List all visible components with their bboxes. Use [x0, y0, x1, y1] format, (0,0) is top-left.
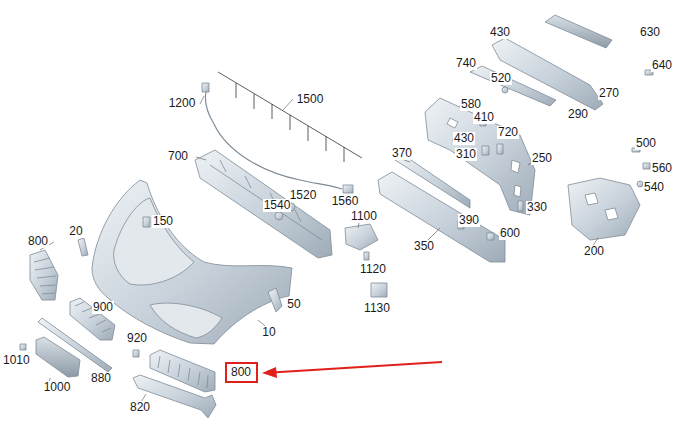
- connector: [343, 185, 353, 193]
- harness-ruler: [218, 72, 362, 162]
- bracket-assembly: [425, 98, 535, 215]
- clip: [497, 144, 503, 154]
- callout-number: 900: [92, 301, 114, 314]
- callout-number: 290: [567, 108, 589, 121]
- callout-number: 270: [598, 87, 620, 100]
- callout-number: 20: [68, 225, 83, 238]
- callout-number: 370: [391, 147, 413, 160]
- callout-number: 800: [27, 235, 49, 248]
- upper-strip: [395, 156, 470, 208]
- callout-number: 500: [635, 137, 657, 150]
- callout-number: 600: [499, 227, 521, 240]
- side-bracket-holes: [585, 193, 618, 220]
- right-grille-slats: [158, 356, 208, 388]
- screw: [502, 87, 508, 93]
- lower-opening: [150, 303, 222, 338]
- left-grille: [30, 250, 58, 300]
- callout-number: 50: [286, 298, 301, 311]
- rail-bracket: [470, 66, 556, 106]
- callout-number: 310: [455, 148, 477, 161]
- clip: [78, 238, 88, 256]
- callout-number: 330: [526, 201, 548, 214]
- clip: [482, 146, 489, 155]
- callout-number: 430: [453, 132, 475, 145]
- callout-number: 1100: [350, 210, 378, 223]
- sensor: [371, 283, 387, 297]
- callout-number: 250: [531, 152, 553, 165]
- holder: [345, 224, 378, 250]
- absorber-ribs: [210, 160, 322, 240]
- callout-number: 580: [460, 98, 482, 111]
- center-grille: [70, 298, 115, 340]
- arrow-line: [272, 362, 442, 373]
- wiring-harness: [205, 92, 342, 189]
- leader-lines: [40, 96, 598, 407]
- clip: [643, 163, 650, 169]
- callout-number: 560: [651, 162, 673, 175]
- left-grille-slats: [34, 258, 56, 294]
- callout-number: 1010: [2, 354, 31, 367]
- callout-number: 740: [455, 57, 477, 70]
- callout-number: 430: [489, 26, 511, 39]
- grille-opening: [114, 198, 194, 285]
- callout-number: 1200: [168, 97, 197, 110]
- callout-number: 640: [651, 59, 673, 72]
- callout-number: 700: [167, 150, 189, 163]
- callout-number: 390: [458, 214, 480, 227]
- callout-number: 1520: [289, 189, 318, 202]
- callout-number: 150: [152, 215, 174, 228]
- pin: [364, 252, 369, 260]
- callout-number: 1540: [263, 199, 292, 212]
- callout-number: 630: [639, 26, 661, 39]
- grommet: [275, 212, 283, 220]
- callout-number: 1500: [296, 93, 325, 106]
- bracket-holes: [447, 118, 521, 197]
- callout-number: 880: [90, 372, 112, 385]
- bumper-cover: [92, 180, 292, 344]
- callout-number: 350: [413, 240, 435, 253]
- plate-holder: [36, 337, 80, 377]
- side-bracket: [568, 178, 640, 240]
- callout-number: 800: [231, 366, 251, 379]
- clip: [20, 344, 26, 350]
- plug: [143, 217, 150, 227]
- callout-number: 720: [497, 126, 519, 139]
- highlight-box: 800: [225, 362, 258, 383]
- callout-number: 520: [490, 72, 512, 85]
- callout-number: 1000: [43, 381, 72, 394]
- callout-number: 200: [583, 245, 605, 258]
- callout-number: 1130: [363, 302, 391, 315]
- clip: [518, 201, 523, 211]
- callout-number: 410: [473, 111, 495, 124]
- side-piece: [268, 288, 282, 312]
- callout-arrow: [262, 362, 442, 378]
- clip: [487, 233, 494, 240]
- callout-number: 1120: [359, 263, 387, 276]
- callout-number: 820: [129, 401, 151, 414]
- callout-number: 10: [261, 326, 276, 339]
- callout-number: 1560: [331, 195, 360, 208]
- impact-absorber: [195, 150, 332, 258]
- callout-number: 920: [126, 332, 148, 345]
- trim-strip: [545, 15, 612, 48]
- clip: [133, 350, 139, 357]
- callout-number: 540: [643, 181, 665, 194]
- arrow-head: [262, 367, 277, 378]
- connector: [202, 83, 209, 92]
